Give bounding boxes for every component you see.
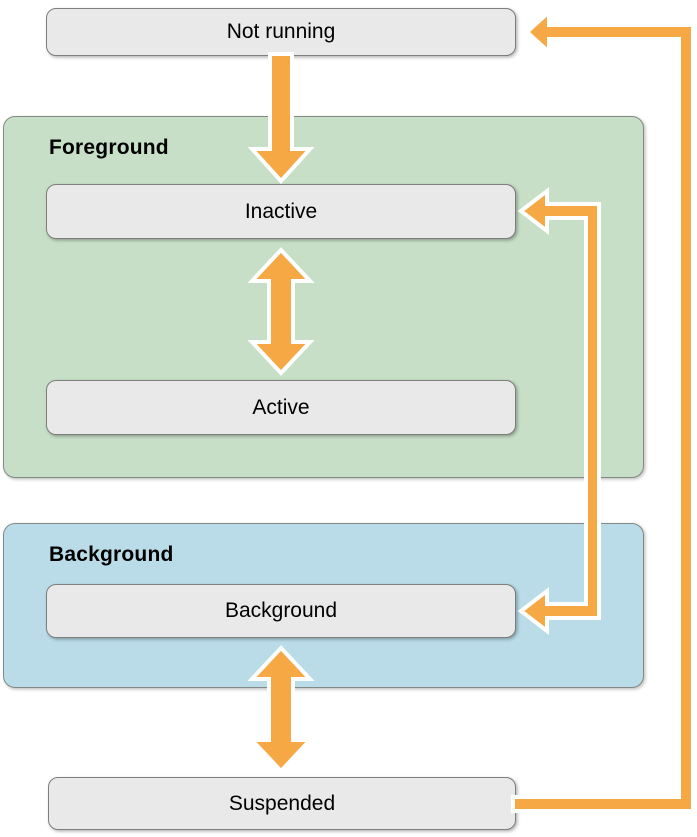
state-box-suspended: Suspended — [48, 777, 516, 830]
state-box-active: Active — [46, 380, 516, 435]
state-box-not-running: Not running — [46, 8, 516, 56]
background-group-label: Background — [49, 543, 174, 566]
state-label-not-running: Not running — [226, 20, 336, 43]
foreground-group-label: Foreground — [49, 136, 169, 159]
state-box-background: Background — [46, 584, 516, 638]
state-label-suspended: Suspended — [228, 791, 336, 815]
state-label-active: Active — [252, 395, 310, 419]
state-label-inactive: Inactive — [244, 199, 318, 223]
state-label-background: Background — [224, 599, 338, 622]
state-box-inactive: Inactive — [46, 184, 516, 239]
